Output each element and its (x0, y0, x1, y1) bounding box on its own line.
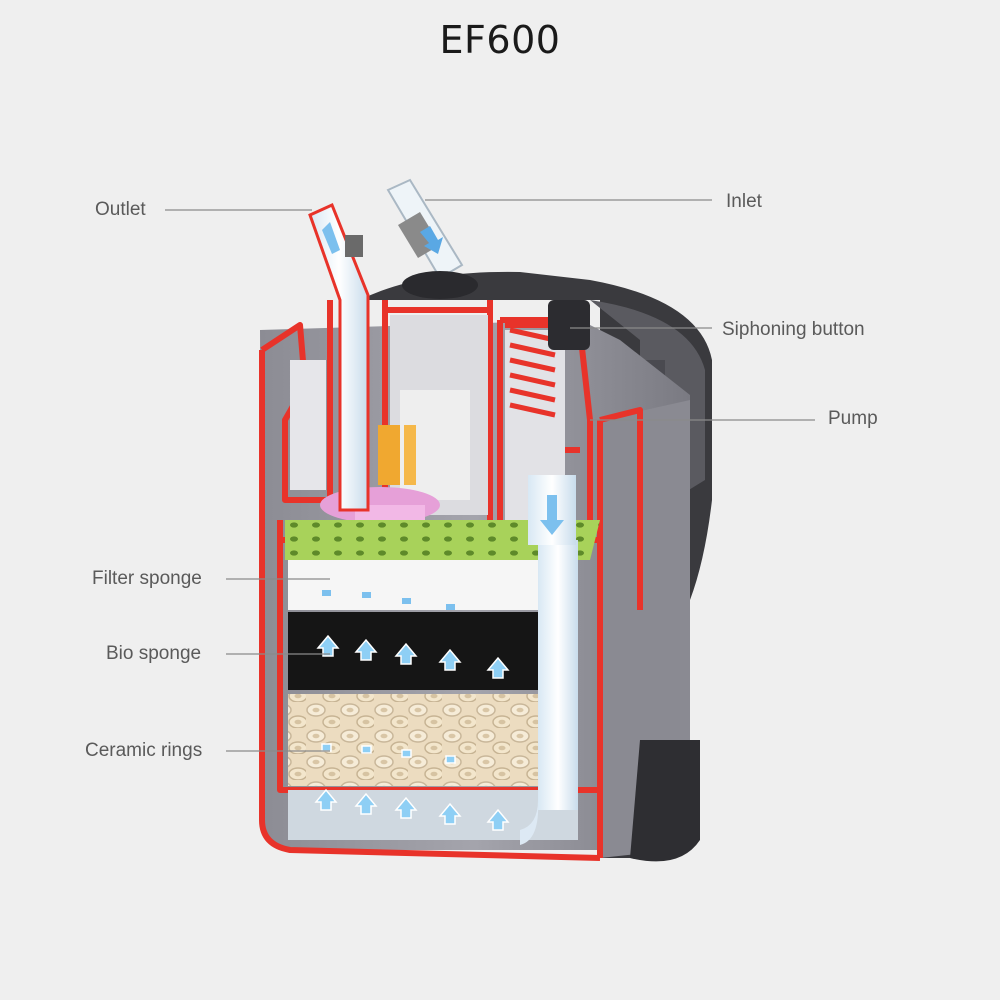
label-siphoning-button: Siphoning button (722, 319, 865, 341)
label-outlet: Outlet (95, 199, 146, 221)
label-bio-sponge: Bio sponge (106, 643, 201, 665)
ceramic-rings-layer (288, 694, 538, 786)
label-inlet: Inlet (726, 191, 762, 213)
label-pump: Pump (828, 408, 878, 430)
inlet-nozzle (388, 180, 478, 299)
label-filter-sponge: Filter sponge (92, 568, 202, 590)
label-ceramic-rings: Ceramic rings (85, 740, 202, 762)
siphoning-button (548, 300, 590, 350)
